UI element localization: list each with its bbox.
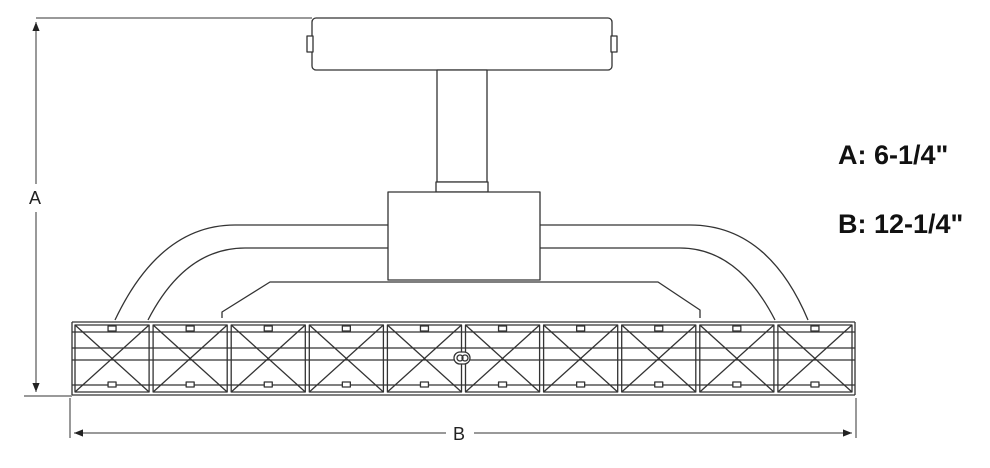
dimension-b-label: B: [453, 424, 465, 444]
panel-brace: [386, 324, 462, 393]
panel-clip: [263, 325, 273, 332]
panel-clip: [732, 381, 742, 388]
panel-brace: [621, 324, 697, 393]
panel-clip: [419, 381, 430, 388]
crystal-panel: [230, 324, 306, 393]
panel-clip: [419, 325, 430, 332]
panel-brace: [152, 324, 228, 393]
panel-clip: [497, 325, 508, 332]
panel-clip: [341, 325, 352, 332]
panel-clip: [497, 381, 508, 388]
panel-clip: [654, 381, 664, 388]
panel-clip: [810, 381, 820, 388]
panel-clip: [185, 381, 195, 388]
panel-brace: [230, 324, 306, 393]
canopy: [311, 17, 613, 71]
panel-clip: [576, 381, 586, 388]
center-knob: [453, 351, 471, 365]
dimension-a-label: A: [29, 188, 41, 208]
arms: [114, 224, 809, 321]
panel-clip: [810, 325, 820, 332]
crystal-panel: [308, 324, 385, 393]
panel-clip: [576, 325, 586, 332]
panel-clip: [732, 325, 742, 332]
downrod-collar: [435, 181, 489, 193]
downrod: [436, 69, 488, 183]
canopy-screw-right: [610, 35, 618, 53]
crystal-panel: [152, 324, 228, 393]
spec-a-height: A: 6-1/4": [838, 140, 949, 170]
dimension-b: [69, 398, 857, 438]
panel-clip: [107, 325, 117, 332]
panel-brace: [465, 324, 541, 393]
panel-clip: [185, 325, 195, 332]
center-hub: [387, 191, 541, 281]
top-plate: [221, 281, 701, 318]
panel-clip: [107, 381, 117, 388]
canopy-screw-left: [306, 35, 314, 53]
dimension-a: [24, 17, 312, 397]
panel-brace: [308, 324, 384, 393]
crystal-panel: [621, 324, 697, 393]
panel-clip: [263, 381, 273, 388]
panel-brace: [777, 324, 853, 393]
crystal-panel: [777, 324, 853, 393]
panel-brace: [699, 324, 775, 393]
crystal-panel: [699, 324, 775, 393]
panel-clip: [654, 325, 664, 332]
panel-clip: [341, 381, 352, 388]
crystal-panels: [74, 324, 853, 393]
crystal-panel: [74, 324, 150, 393]
crystal-panel: [542, 324, 619, 393]
panel-brace: [74, 324, 150, 393]
spec-b-width: B: 12-1/4": [838, 209, 964, 239]
panel-brace: [543, 324, 619, 393]
